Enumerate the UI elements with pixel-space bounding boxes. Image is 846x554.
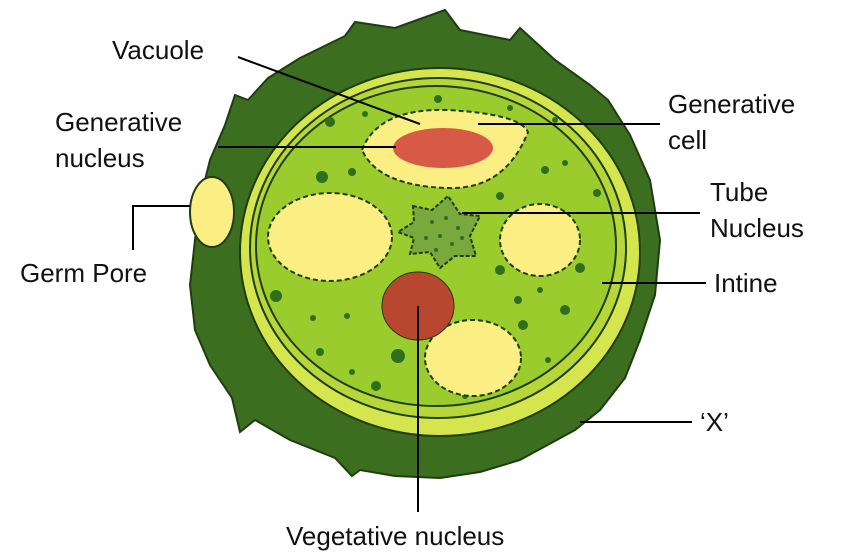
label-vegetative-nucleus: Vegetative nucleus <box>286 521 504 551</box>
label-tube-nucleus-line2: Nucleus <box>710 213 804 243</box>
germ-pore-leader <box>133 206 190 250</box>
vacuole-left <box>268 193 392 281</box>
label-tube-nucleus-line1: Tube <box>710 177 768 207</box>
generative-nucleus <box>393 128 493 168</box>
label-generative-nucleus-line1: Generative <box>55 107 182 137</box>
label-vacuole: Vacuole <box>112 35 204 65</box>
germ-pore <box>190 177 234 247</box>
label-x: ‘X’ <box>700 407 729 437</box>
vacuole-right <box>500 204 580 276</box>
label-generative-cell-line1: Generative <box>668 89 795 119</box>
label-intine: Intine <box>714 268 778 298</box>
label-germ-pore: Germ Pore <box>20 258 147 288</box>
label-generative-cell-line2: cell <box>668 125 707 155</box>
label-generative-nucleus-line2: nucleus <box>55 143 145 173</box>
